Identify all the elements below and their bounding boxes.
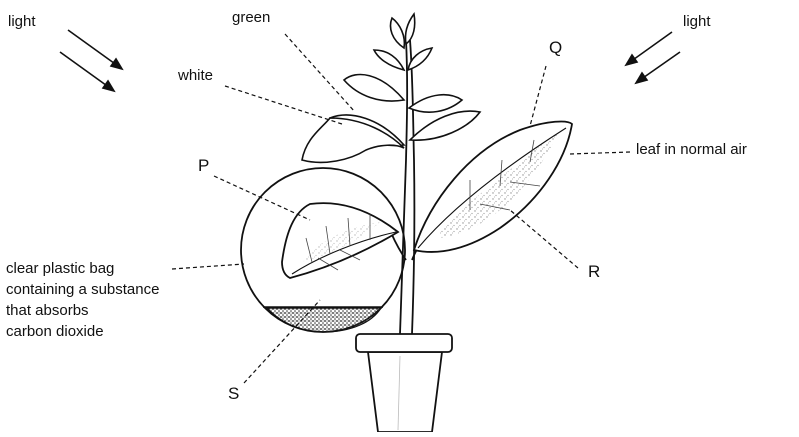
white-label: white — [178, 66, 213, 86]
leaf-label-r: R — [588, 262, 600, 282]
bag-label-line-4: carbon dioxide — [6, 322, 104, 342]
bag-label-line-3: that absorbs — [6, 301, 89, 321]
light-label-left: light — [8, 12, 36, 32]
flower-pot — [356, 334, 452, 432]
leaf-in-bag — [282, 203, 398, 278]
bag-label-line-2: containing a substance — [6, 280, 159, 300]
light-arrows-left — [60, 30, 122, 91]
bag-label-line-1: clear plastic bag — [6, 259, 114, 279]
plant-stem — [388, 40, 448, 334]
top-shoot — [374, 14, 432, 70]
light-arrows-right — [626, 32, 680, 83]
light-label-right: light — [683, 12, 711, 32]
leaf-label-q: Q — [549, 38, 562, 58]
substance-label-s: S — [228, 384, 239, 404]
leaf-label-p: P — [198, 156, 209, 176]
upper-leaves — [302, 75, 480, 163]
green-label: green — [232, 8, 270, 28]
leaf-normal-air — [414, 122, 572, 252]
leaf-normal-air-label: leaf in normal air — [636, 140, 747, 160]
